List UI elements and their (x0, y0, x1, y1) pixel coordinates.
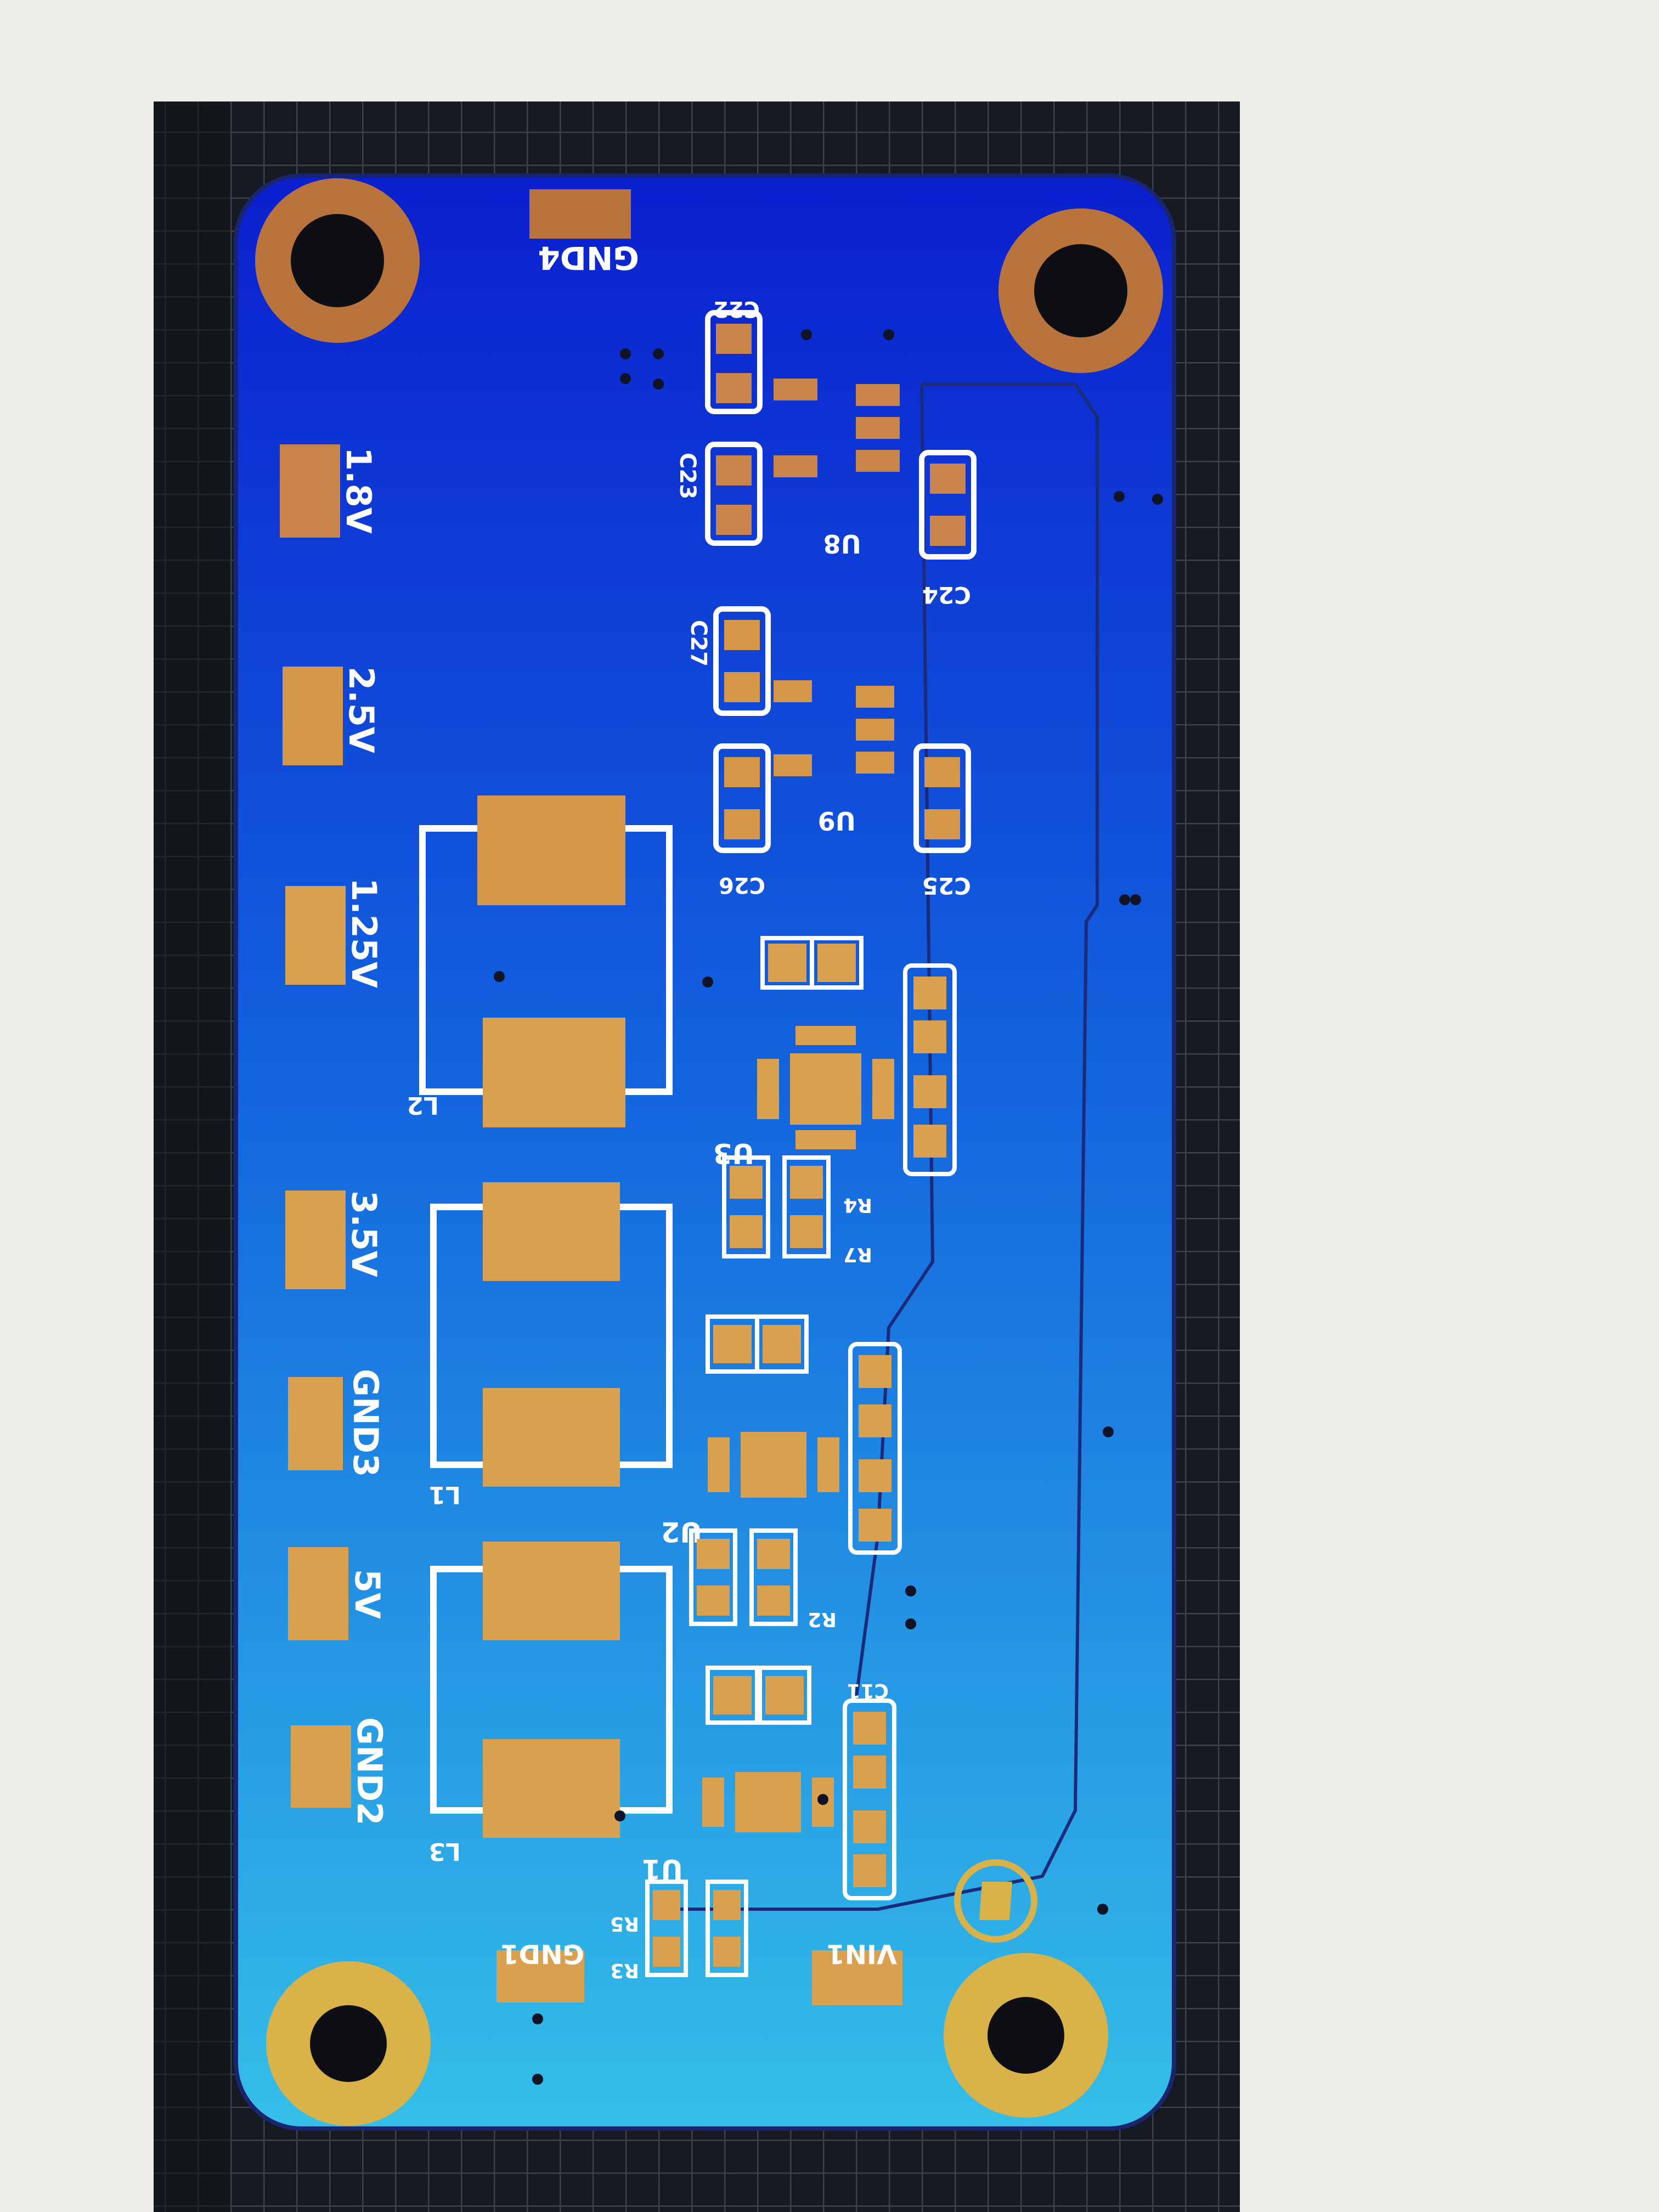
pad-5v (288, 1547, 348, 1640)
pad-1v8 (280, 444, 340, 538)
designator-l1: L1 (428, 1481, 461, 1509)
inductor-l1 (430, 1182, 673, 1487)
inductor-l2 (419, 795, 673, 1127)
pad-gnd3 (288, 1377, 343, 1470)
designator-u8: U8 (823, 529, 861, 558)
designator-u9: U9 (818, 806, 856, 836)
designator-u3: U3 (713, 1137, 754, 1169)
converter-u1 (702, 1666, 834, 1832)
resistors-r2 (689, 1528, 798, 1626)
pad-2v5 (283, 667, 343, 765)
designator-c26: C26 (719, 872, 765, 898)
capacitor-column-u2 (848, 1342, 902, 1555)
mounting-hole-icon (266, 1961, 431, 2126)
label-gnd3: GND3 (346, 1369, 386, 1477)
designator-c24: C24 (922, 582, 971, 608)
designator-c11: C11 (847, 1679, 889, 1702)
label-1v8: 1.8V (338, 447, 379, 534)
capacitor-column-u1 (843, 1699, 896, 1900)
label-vin1: VIN1 (826, 1938, 897, 1969)
designator-r5: R5 (610, 1912, 639, 1935)
designator-c25: C25 (922, 872, 971, 899)
gnd4-label: GND4 (538, 239, 639, 276)
pad-vin1 (812, 1950, 902, 2005)
designator-c23: C23 (675, 453, 700, 499)
designator-r4: R4 (843, 1194, 872, 1216)
resistors-r5-r3 (645, 1880, 748, 1977)
pad-gnd2 (291, 1725, 351, 1808)
designator-l2: L2 (407, 1091, 439, 1119)
designator-c27: C27 (686, 620, 711, 667)
capacitor-c23 (705, 442, 763, 546)
pcb-board (234, 173, 1176, 2131)
designator-r3: R3 (610, 1959, 639, 1982)
converter-u2 (706, 1314, 839, 1498)
designator-l3: L3 (428, 1837, 461, 1865)
label-2v5: 2.5V (341, 667, 381, 753)
mounting-hole-icon (255, 178, 420, 343)
capacitor-c25 (913, 743, 971, 853)
vias (494, 329, 1163, 2085)
pad-3v5 (285, 1190, 346, 1289)
pad-gnd1 (496, 1950, 584, 2002)
capacitor-c27 (713, 606, 771, 716)
capacitor-c26 (713, 743, 771, 853)
board-logo-icon (954, 1859, 1037, 1943)
inductor-l3 (430, 1542, 673, 1838)
label-gnd2: GND2 (349, 1717, 390, 1825)
capacitor-c24 (919, 450, 977, 560)
capacitor-c22 (705, 310, 763, 414)
regulator-u8 (774, 379, 900, 477)
mounting-hole-icon (944, 1953, 1108, 2118)
converter-u3 (757, 936, 894, 1149)
label-3v5: 3.5V (344, 1190, 384, 1277)
label-gnd1: GND1 (500, 1938, 584, 1969)
regulator-u9 (774, 680, 894, 776)
capacitor-column-u3 (903, 963, 957, 1176)
pad-1v25 (285, 886, 346, 985)
gnd4-pad (529, 189, 631, 239)
resistors-r4-r7 (722, 1155, 831, 1259)
label-5v: 5V (347, 1569, 387, 1619)
designator-c22: C22 (713, 296, 760, 321)
mounting-hole-icon (998, 208, 1163, 373)
designator-r2: R2 (808, 1608, 837, 1630)
label-1v25: 1.25V (344, 878, 384, 988)
designator-r7: R7 (843, 1243, 872, 1266)
